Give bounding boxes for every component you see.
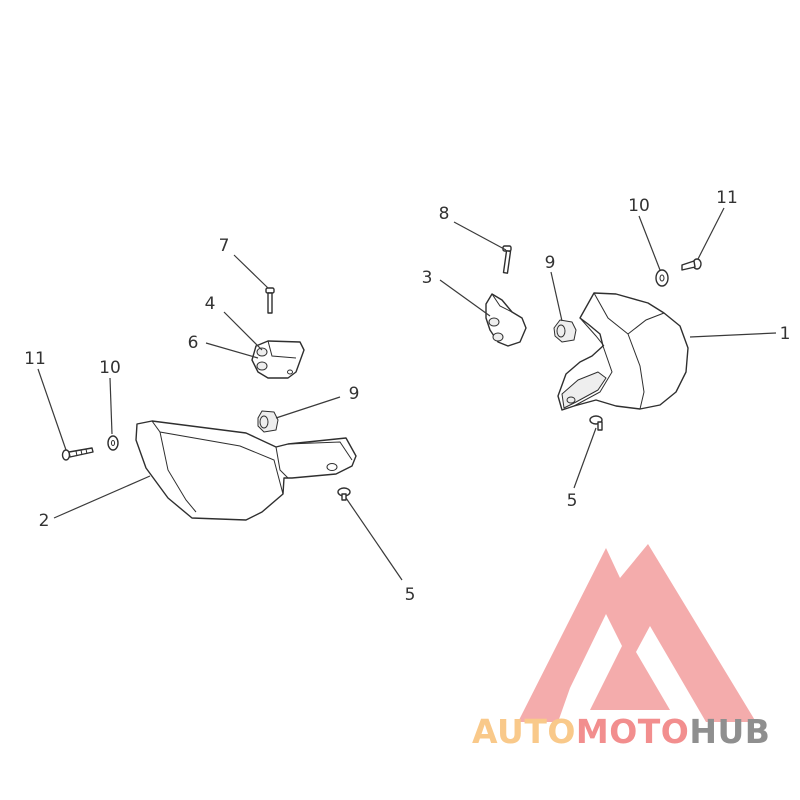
callout-8: 8 bbox=[439, 204, 450, 224]
part-8-right-bolt bbox=[502, 245, 512, 274]
callout-9-right: 9 bbox=[545, 253, 556, 273]
callout-11-right: 11 bbox=[716, 188, 738, 208]
part-2-left-handguard bbox=[135, 420, 357, 521]
leader-2 bbox=[53, 475, 151, 519]
logo-word-auto: AUTO bbox=[472, 712, 576, 751]
logo-word-moto: MOTO bbox=[575, 712, 690, 751]
leader-5-right bbox=[573, 427, 597, 489]
callout-1: 1 bbox=[780, 324, 791, 344]
part-3-right-bracket bbox=[485, 293, 527, 347]
part-10-left-washer bbox=[107, 435, 119, 451]
logo-triangle-mark bbox=[518, 544, 756, 722]
leader-7 bbox=[233, 254, 269, 289]
part-7-left-bolt bbox=[265, 287, 275, 314]
callout-2: 2 bbox=[39, 511, 50, 531]
callout-9-left: 9 bbox=[349, 384, 360, 404]
leader-lines bbox=[37, 207, 777, 581]
part-9-right-bush bbox=[553, 319, 577, 343]
automotohub-logo-mark bbox=[518, 544, 756, 722]
leader-9-right bbox=[550, 271, 563, 322]
callout-6: 6 bbox=[188, 333, 199, 353]
part-10-right-washer bbox=[655, 269, 669, 287]
leader-11-right bbox=[697, 207, 725, 260]
callout-7: 7 bbox=[219, 236, 230, 256]
callout-5-right: 5 bbox=[567, 491, 578, 511]
part-11-right-bolt bbox=[681, 258, 702, 271]
leader-5-left bbox=[345, 497, 403, 581]
callout-10-right: 10 bbox=[628, 196, 650, 216]
callout-10-left: 10 bbox=[99, 358, 121, 378]
logo-word-hub: HUB bbox=[689, 712, 771, 751]
part-5-right-screw bbox=[589, 415, 603, 431]
callout-labels: 1 2 3 4 5 5 6 7 8 9 9 10 10 11 11 bbox=[24, 188, 790, 605]
part-11-left-bolt bbox=[61, 447, 94, 461]
leader-9-left bbox=[275, 396, 341, 419]
leader-1 bbox=[689, 332, 777, 338]
leader-10-right bbox=[638, 215, 661, 271]
callout-5-left: 5 bbox=[405, 585, 416, 605]
leader-10-left bbox=[109, 377, 113, 435]
part-9-left-bush bbox=[257, 410, 279, 433]
callout-3: 3 bbox=[422, 268, 433, 288]
leader-6 bbox=[205, 342, 259, 359]
callout-4: 4 bbox=[205, 294, 216, 314]
leader-3 bbox=[439, 279, 491, 317]
part-1-right-handguard bbox=[557, 292, 689, 411]
callout-11-left: 11 bbox=[24, 349, 46, 369]
leader-4 bbox=[223, 311, 263, 351]
leader-8 bbox=[453, 221, 507, 251]
automotohub-wordmark: AUTOMOTOHUB bbox=[472, 712, 798, 762]
part-4-left-bracket bbox=[251, 340, 305, 379]
leader-11-left bbox=[37, 368, 67, 451]
part-5-left-screw bbox=[337, 487, 351, 501]
